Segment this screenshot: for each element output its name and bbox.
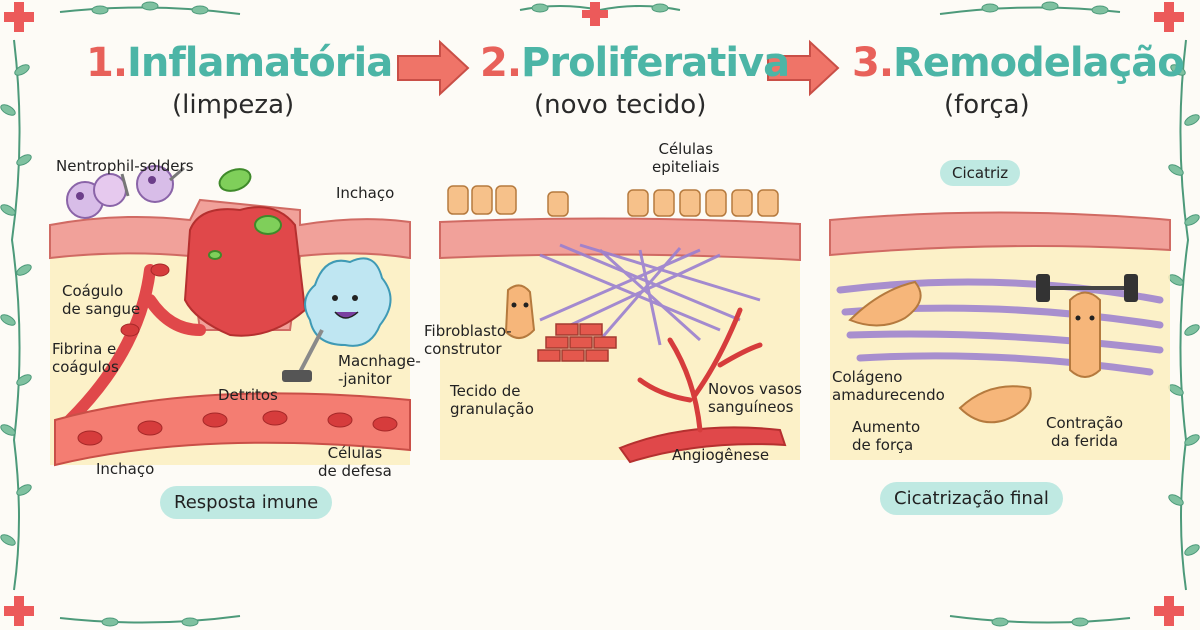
label-fibroblast: Fibroblasto- construtor (424, 322, 512, 358)
stage-number: 2. (480, 40, 522, 86)
stage-3-subtitle: (força) (944, 90, 1030, 120)
leaf-vine-icon (59, 1, 1131, 627)
label-epithelial: Células epiteliais (652, 140, 720, 176)
stage-1-title: 1.Inflamatória (86, 40, 393, 86)
vacuum-icon (282, 329, 324, 382)
label-clot: Coágulo de sangue (62, 282, 141, 318)
label-debris: Detritos (218, 386, 278, 404)
label-swelling-top: Inchaço (336, 184, 395, 202)
right-arrow-icon (397, 39, 840, 97)
stage-2-subtitle: (novo tecido) (534, 90, 707, 120)
final-healing-pill: Cicatrização final (880, 482, 1063, 515)
label-neutrophils: Nentrophil-solders (56, 157, 194, 175)
label-granulation: Tecido de granulação (450, 382, 534, 418)
scar-pill: Cicatriz (940, 160, 1021, 186)
neutrophil-icon (66, 165, 185, 219)
label-angiogenesis: Angiogênese (672, 446, 770, 464)
label-collagen: Colágeno amadurecendo (832, 368, 945, 404)
label-macrophage: Macnhage- -janitor (338, 352, 421, 388)
stage-3-title: 3.Remodelação (852, 40, 1185, 86)
stage-number: 1. (86, 40, 128, 86)
stage-name: Remodelação (893, 40, 1185, 86)
label-swelling-bottom: Inchaço (96, 460, 155, 478)
brick-icon (537, 323, 617, 362)
fibroblast-icon (1069, 291, 1101, 378)
stage-1-subtitle: (limpeza) (172, 90, 295, 120)
bacteria-icon (208, 168, 282, 260)
stage-number: 3. (852, 40, 894, 86)
dumbbell-icon (1036, 274, 1138, 302)
immune-response-pill: Resposta imune (160, 486, 333, 519)
label-defense-cells: Células de defesa (318, 444, 392, 480)
fibroblast-icon (504, 284, 536, 339)
leaf-vine-icon (0, 39, 32, 591)
medical-cross-icon (4, 2, 1184, 626)
label-contraction: Contração da ferida (1046, 414, 1124, 450)
label-new-vessels: Novos vasos sanguíneos (708, 380, 802, 416)
label-fibrin: Fibrina e coágulos (52, 340, 119, 376)
stage-name: Inflamatória (127, 40, 393, 86)
label-strength: Aumento de força (852, 418, 921, 454)
stage-2-title: 2.Proliferativa (480, 40, 790, 86)
macrophage-icon (304, 257, 392, 347)
stage-name: Proliferativa (521, 40, 790, 86)
red-blood-cell-icon (77, 263, 398, 446)
leaf-vine-icon (1168, 39, 1200, 591)
fibroblast-icon (848, 280, 1032, 424)
